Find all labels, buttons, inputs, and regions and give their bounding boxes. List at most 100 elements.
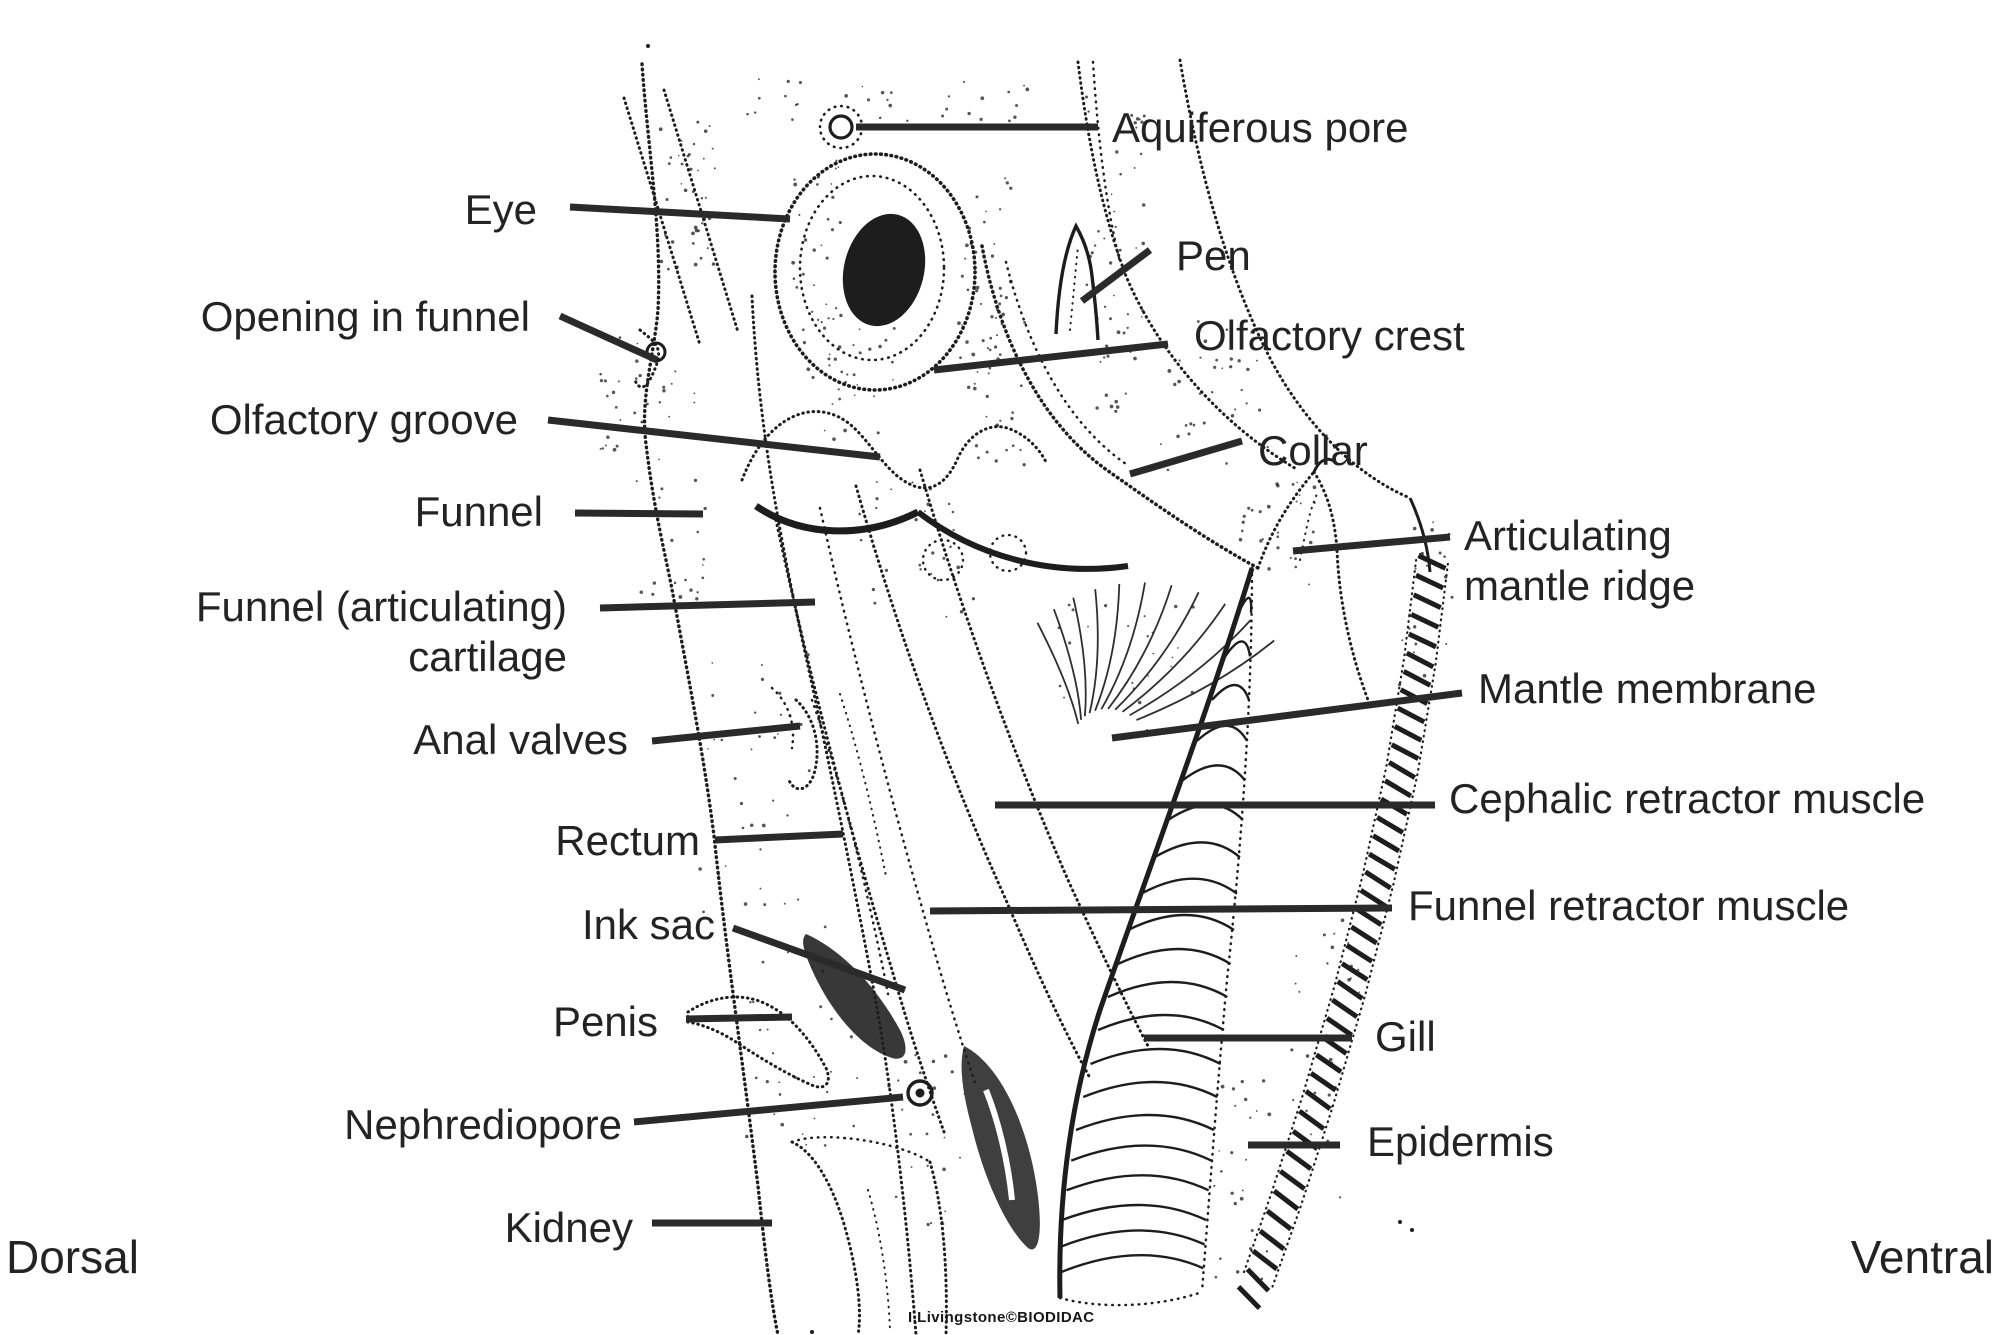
stipple-dot <box>1011 411 1014 414</box>
epidermis-hatch <box>1309 1071 1338 1093</box>
stipple-dot <box>967 385 971 390</box>
stipple-dot <box>1298 990 1301 993</box>
epidermis-hatch <box>1405 650 1435 670</box>
stipple-dot <box>634 377 638 380</box>
stipple-dot <box>696 120 700 124</box>
gill-rib <box>1181 764 1246 782</box>
stipple-dot <box>1132 687 1135 690</box>
label-aquiferous-pore: Aquiferous pore <box>1112 104 1409 151</box>
stipple-dot <box>1290 1048 1294 1052</box>
stipple-dot <box>988 366 992 370</box>
ink-sac-body <box>803 934 906 1059</box>
stipple-dot <box>990 315 994 319</box>
stipple-dot <box>996 334 999 337</box>
stipple-dot <box>1104 393 1108 397</box>
stipple-dot <box>1412 526 1417 531</box>
head-diagonal-edge-1 <box>622 96 702 347</box>
stipple-dot <box>778 1093 782 1096</box>
stipple-dot <box>639 590 644 594</box>
label-ink-sac: Ink sac <box>582 901 715 948</box>
stipple-dot <box>724 865 727 867</box>
stipple-dot <box>844 94 848 98</box>
label-collar: Collar <box>1258 427 1368 474</box>
stipple-dot <box>1159 443 1162 446</box>
stipple-dot <box>662 385 666 389</box>
epidermis-hatch <box>1390 742 1420 761</box>
gill-rib <box>1211 683 1251 701</box>
epidermis-hatch <box>1402 669 1432 688</box>
stipple-dot <box>1010 416 1014 421</box>
stipple-dot <box>813 284 816 287</box>
mantle-membrane-striation <box>1053 608 1082 720</box>
stipple-dot <box>985 450 989 454</box>
stipple-dot <box>636 342 639 345</box>
stipple-dot <box>1103 356 1106 359</box>
stipple-dot <box>673 581 677 585</box>
crest-shadow-2 <box>916 509 1129 572</box>
gill-rib <box>1061 1203 1207 1222</box>
stipple-dot <box>966 288 970 292</box>
stipple-dot <box>873 601 877 605</box>
neck-right-edge <box>1076 60 1300 472</box>
stipple-dot <box>1178 359 1181 362</box>
cephalic-retractor-left <box>854 484 1092 1080</box>
crest-loop-2 <box>988 533 1028 573</box>
stipple-dot <box>892 326 896 330</box>
stipple-dot <box>1057 626 1061 630</box>
orientation-dorsal: Dorsal <box>6 1231 139 1283</box>
leader-line-ink-sac <box>731 924 907 994</box>
stipple-dot <box>831 403 834 405</box>
stipple-dot <box>929 1221 933 1225</box>
stipple-dot <box>766 1028 769 1031</box>
stipple-dot <box>941 114 945 118</box>
stipple-dot <box>1276 531 1280 534</box>
stipple-dot <box>708 125 711 127</box>
stipple-dot <box>989 336 993 340</box>
epidermis-hatch <box>1371 833 1401 854</box>
stipple-dot <box>1090 251 1094 255</box>
mantle-membrane-striation <box>1136 639 1275 721</box>
stipple-dot <box>1237 359 1241 363</box>
mantle-ridge-hook <box>1312 457 1339 473</box>
stipple-dot <box>758 1028 762 1032</box>
pen-inner <box>1069 245 1079 331</box>
stipple-dot <box>638 373 642 378</box>
stipple-dot <box>1246 367 1250 372</box>
stipple-dot <box>1275 482 1279 486</box>
gill-rib <box>1060 1253 1204 1274</box>
stipple-dot <box>713 738 716 741</box>
stipple-dot <box>1240 388 1243 392</box>
stipple-dot <box>802 341 807 345</box>
stipple-dot <box>813 1117 816 1120</box>
stipple-dot <box>761 960 765 964</box>
stipple-dot <box>878 116 882 120</box>
stipple-dot <box>713 167 716 170</box>
stipple-dot <box>1119 172 1122 176</box>
stipple-dot <box>1267 1112 1272 1117</box>
stipple-dot <box>1230 1191 1234 1195</box>
label-olfactory-crest: Olfactory crest <box>1194 312 1465 359</box>
stipple-dot <box>858 351 862 355</box>
stipple-dot <box>952 528 955 532</box>
label-opening-in-funnel: Opening in funnel <box>201 293 530 340</box>
stipple-dot <box>803 238 808 242</box>
mantle-membrane-striation <box>1094 583 1121 712</box>
mantle-membrane-striation <box>1114 591 1200 711</box>
stipple-dot <box>669 156 673 159</box>
label-funnel-retractor-muscle: Funnel retractor muscle <box>1408 882 1849 929</box>
stipple-dot <box>1432 521 1435 524</box>
stipple-dot <box>773 1113 776 1116</box>
stipple-dot <box>1005 448 1008 452</box>
stipple-dot <box>1004 296 1009 300</box>
stipple-dot <box>1413 625 1417 629</box>
epidermis-hatch <box>1285 1149 1313 1171</box>
stipple-dot <box>950 1070 954 1074</box>
stipple-dot <box>1266 504 1271 509</box>
stipple-dot <box>670 240 675 244</box>
stipple-dot <box>1004 177 1007 180</box>
gill-rib <box>1070 1144 1212 1162</box>
stipple-dot <box>852 344 855 347</box>
stipple-dot <box>1126 326 1129 330</box>
stipple-dot <box>1421 579 1424 582</box>
